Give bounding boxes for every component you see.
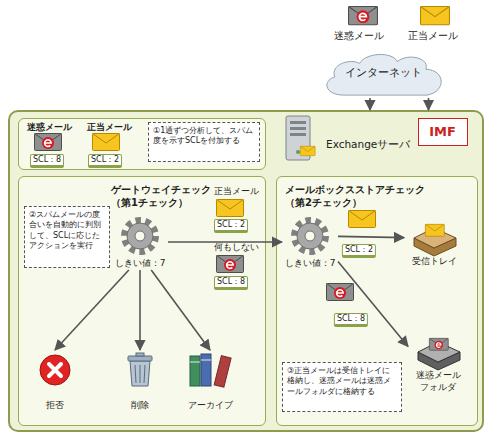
reject-node: 拒否	[33, 350, 77, 414]
node-text: アーカイブ	[180, 400, 240, 412]
reject-icon	[40, 355, 70, 385]
node-text: 削除	[118, 400, 162, 412]
reject-icon-part	[40, 355, 70, 385]
gear-node: しきい値：7	[282, 214, 338, 270]
legit-envelope	[93, 134, 120, 151]
trash-icon-part	[135, 365, 145, 383]
exchange-server-box: IMF ①1通ずつ分析して、スパム度を示すSCLを付加する 迷惑メール 正当メール ②ス…	[8, 110, 484, 432]
node-text: ③正当メールは受信トレイに格納し、迷惑メールは迷惑メールフォルダに格納する	[287, 366, 397, 397]
inbox-tray-icon-part	[414, 228, 456, 248]
node-text: ゲートウェイチェック （第1チェック）	[111, 183, 215, 209]
node-text: 正当メール	[87, 122, 132, 134]
internet-cloud: インターネット	[318, 50, 448, 98]
node-text: 迷惑メールフォルダ	[413, 370, 463, 393]
gear-icon-part	[125, 221, 155, 251]
trash-icon-part	[136, 353, 144, 356]
flow-arrow	[428, 98, 430, 110]
note-callout: ①1通ずつ分析して、スパム度を示すSCLを付加する	[148, 122, 260, 162]
server-icon-part	[286, 116, 310, 160]
gateway-panel: ②スパムメールの度合いを自動的に判別して、SCLに応じたアクションを実行しきい値…	[18, 176, 266, 426]
node-text: ②スパムメールの度合いを自動的に判別して、SCLに応じたアクションを実行	[29, 210, 105, 252]
junk-folder-icon	[418, 338, 460, 370]
gear-icon-part	[135, 231, 145, 241]
spam-envelope	[327, 284, 354, 301]
archive-books-icon-part	[190, 360, 211, 362]
node-text: しきい値：7	[282, 258, 338, 270]
gear-node: しきい値：7	[112, 214, 168, 270]
gear-icon-part	[295, 221, 325, 251]
flow-arrow	[338, 236, 404, 237]
junk-folder-icon-part	[418, 352, 460, 370]
spam-envelope	[349, 7, 378, 25]
imf-box: IMF	[418, 118, 468, 146]
trash-icon-part	[128, 356, 152, 361]
legit-envelope	[421, 7, 450, 25]
junk-folder-icon-part	[418, 342, 460, 362]
gear-icon	[125, 221, 155, 251]
server-icon-part	[300, 146, 315, 155]
gear-icon	[295, 221, 325, 251]
server-icon-part	[290, 133, 306, 136]
delete-node: 削除	[118, 350, 162, 414]
node-text: IMF	[419, 124, 466, 141]
archive-books-icon	[190, 354, 231, 387]
legit-envelope	[349, 211, 376, 228]
server-icon-part	[290, 127, 306, 130]
node-text: 迷惑メール	[27, 122, 72, 134]
server-icon-part	[296, 150, 300, 154]
flow-arrow	[338, 262, 408, 347]
node-text: しきい値：7	[112, 258, 168, 270]
reject-icon-part	[49, 364, 61, 376]
archive-node: アーカイブ	[180, 350, 240, 414]
flow-arrow	[55, 270, 129, 350]
node-text: 受信トレイ	[404, 256, 464, 268]
mail-type-label: 迷惑メール	[334, 30, 384, 43]
node-text: インターネット	[318, 66, 448, 80]
trash-icon-part	[130, 361, 150, 386]
server-icon	[286, 116, 315, 160]
note-callout: ②スパムメールの度合いを自動的に判別して、SCLに応じたアクションを実行	[24, 206, 110, 268]
flow-arrow	[151, 270, 210, 350]
inbox-tray-icon-part	[414, 238, 456, 256]
mail-type-label: 正当メール	[408, 30, 458, 43]
gear-icon-part	[127, 223, 153, 249]
archive-books-icon-part	[201, 354, 211, 386]
mailbox-store-panel: しきい値：7 受信トレイ迷惑メールフォルダ ③正当メールは受信トレイに格納し、迷惑メ…	[276, 176, 478, 426]
junk-folder-node: 迷惑メールフォルダ	[408, 330, 468, 396]
flow-arrow	[168, 241, 282, 243]
note-callout: ③正当メールは受信トレイに格納し、迷惑メールは迷惑メールフォルダに格納する	[282, 362, 402, 412]
server-icon-part	[290, 121, 306, 124]
node-text: メールボックスストアチェック （第2チェック）	[285, 183, 431, 209]
node-text: 拒否	[33, 400, 77, 412]
archive-books-icon-part	[214, 356, 231, 388]
inbox-tray-icon	[414, 224, 456, 256]
node-text: ①1通ずつ分析して、スパム度を示すSCLを付加する	[153, 126, 255, 147]
spam-envelope	[35, 134, 62, 151]
junk-folder-icon-part	[429, 338, 448, 350]
flow-arrow	[139, 270, 141, 350]
scl-panel: ①1通ずつ分析して、スパム度を示すSCLを付加する 迷惑メール 正当メール	[18, 118, 266, 170]
spam-envelope	[217, 256, 244, 273]
gear-icon-part	[297, 223, 323, 249]
trash-icon	[128, 353, 152, 386]
inbox-tray-icon-part	[425, 224, 444, 236]
archive-books-icon-part	[190, 356, 200, 386]
inbox-node: 受信トレイ	[404, 216, 464, 270]
gear-icon-part	[305, 231, 315, 241]
legit-envelope	[217, 200, 244, 217]
flow-arrow	[369, 98, 371, 110]
node-text: Exchangeサーバ	[326, 138, 410, 152]
